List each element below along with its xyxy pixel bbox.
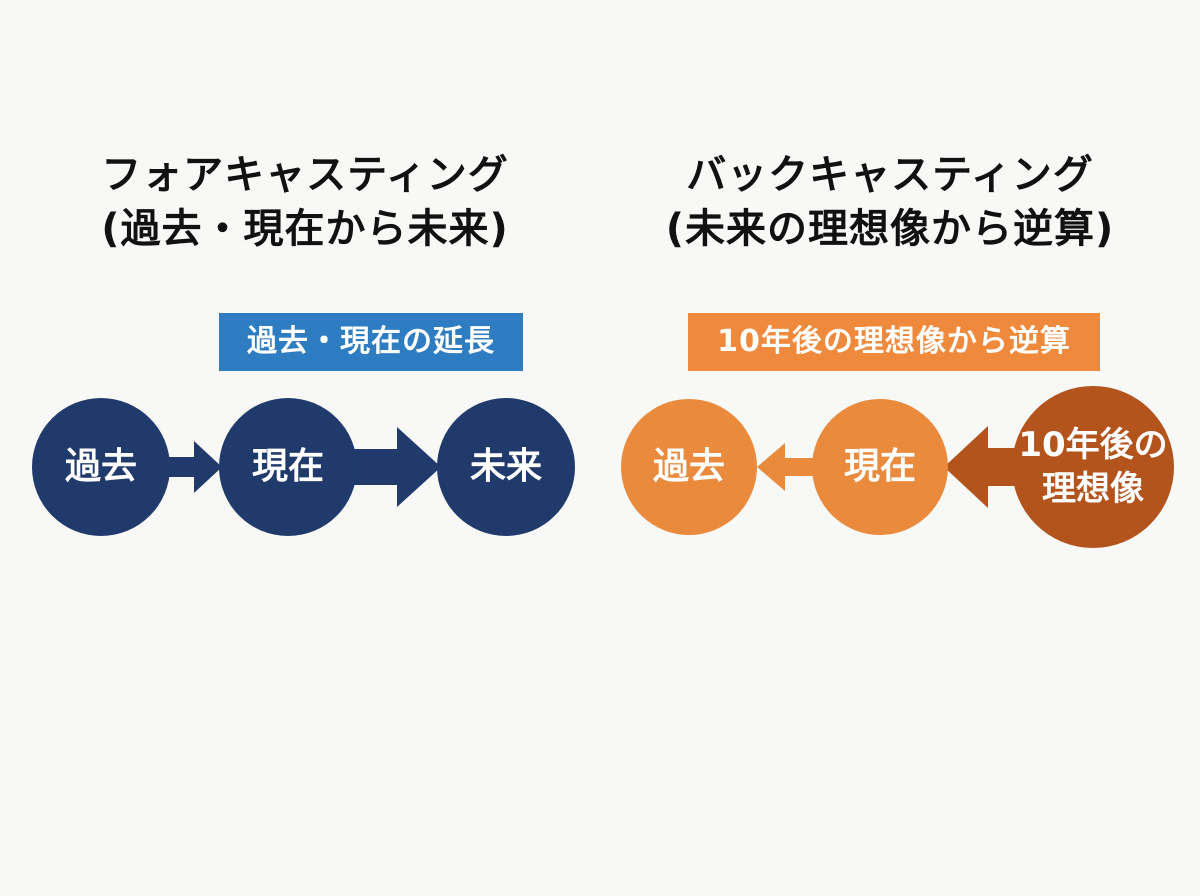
forecasting-node-past: 過去 [32, 398, 170, 536]
backcasting-title-line1: バックキャスティング [686, 152, 1094, 198]
forecasting-title-line2: (過去・現在から未来) [101, 206, 509, 252]
forecasting-node-present: 現在 [219, 398, 357, 536]
forecasting-arrow-present-to-future [345, 427, 441, 507]
forecasting-arrow-past-to-present [160, 441, 222, 493]
forecasting-node-future-label: 未来 [469, 446, 542, 487]
backcasting-node-past-label: 過去 [652, 446, 725, 487]
backcasting-node-ideal-line1: 10年後の [1018, 425, 1168, 465]
backcasting-arrow-present-to-past [757, 443, 819, 491]
backcasting-node-present-label: 現在 [843, 446, 916, 487]
backcasting-node-present: 現在 [812, 399, 948, 535]
forecasting-label: 過去・現在の延長 [219, 313, 523, 371]
forecasting-node-present-label: 現在 [251, 446, 324, 487]
forecasting-node-past-label: 過去 [64, 446, 137, 487]
forecasting-title-line1: フォアキャスティング [101, 152, 509, 198]
backcasting-node-ideal-line2: 理想像 [1041, 469, 1144, 509]
backcasting-node-past: 過去 [621, 399, 757, 535]
forecasting-title: フォアキャスティング (過去・現在から未来) [45, 148, 565, 256]
backcasting-title: バックキャスティング (未来の理想像から逆算) [630, 148, 1150, 256]
forecasting-node-future: 未来 [437, 398, 575, 536]
backcasting-node-ideal-text: 10年後の 理想像 [1018, 423, 1167, 511]
backcasting-label: 10年後の理想像から逆算 [688, 313, 1100, 371]
backcasting-title-line2: (未来の理想像から逆算) [665, 206, 1115, 252]
backcasting-node-ideal: 10年後の 理想像 [1012, 386, 1174, 548]
backcasting-arrow-ideal-to-present [944, 426, 1040, 508]
